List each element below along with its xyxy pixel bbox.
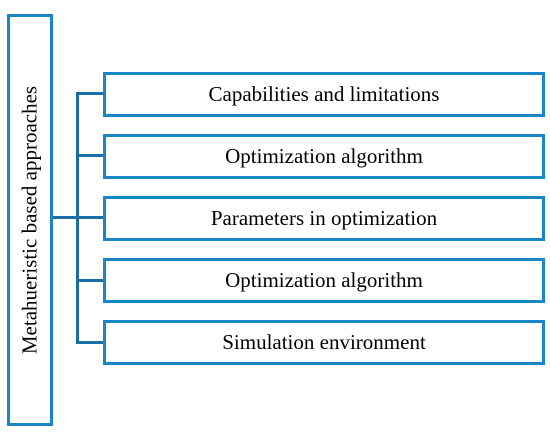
child-label: Optimization algorithm <box>225 144 423 168</box>
child-node-5: Simulation environment <box>103 320 545 365</box>
root-label: Metahueristic based approaches <box>17 85 42 355</box>
branch-connector-2 <box>76 154 103 157</box>
root-connector <box>50 216 78 219</box>
branch-connector-3 <box>76 216 103 219</box>
child-node-1: Capabilities and limitations <box>103 72 545 117</box>
branch-connector-5 <box>76 341 103 344</box>
child-label: Optimization algorithm <box>225 268 423 292</box>
child-node-3: Parameters in optimization <box>103 196 545 241</box>
branch-connector-1 <box>76 92 103 95</box>
child-node-2: Optimization algorithm <box>103 134 545 179</box>
child-label: Parameters in optimization <box>210 206 438 230</box>
child-node-4: Optimization algorithm <box>103 258 545 303</box>
root-node: Metahueristic based approaches <box>7 14 53 426</box>
branch-connector-4 <box>76 279 103 282</box>
child-label: Simulation environment <box>222 330 426 354</box>
child-label: Capabilities and limitations <box>208 82 440 106</box>
